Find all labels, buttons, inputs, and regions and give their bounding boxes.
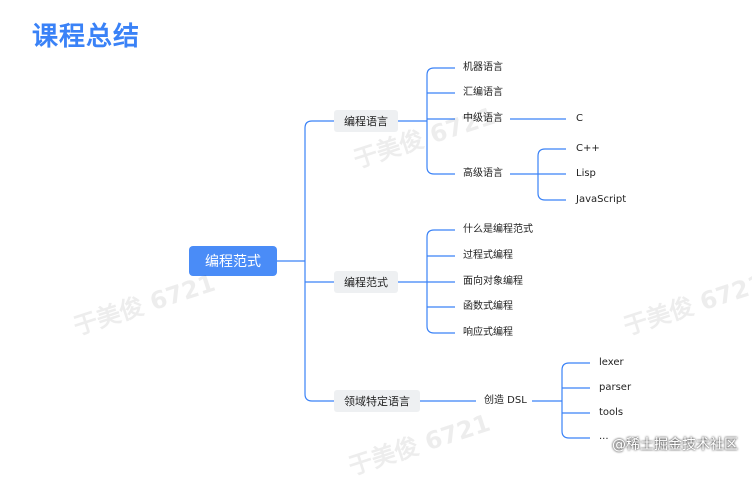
- node-more[interactable]: ...: [599, 431, 609, 442]
- juejin-watermark: @稀土掘金技术社区: [612, 437, 738, 453]
- node-procedural[interactable]: 过程式编程: [463, 250, 513, 261]
- page-title: 课程总结: [32, 22, 141, 52]
- node-tools[interactable]: tools: [599, 407, 624, 418]
- node-cpp[interactable]: C++: [576, 143, 600, 154]
- branch-programming-paradigms[interactable]: 编程范式: [334, 271, 398, 293]
- node-assembly-language[interactable]: 汇编语言: [463, 87, 503, 98]
- branch-dsl[interactable]: 领域特定语言: [334, 390, 420, 412]
- node-object-oriented[interactable]: 面向对象编程: [463, 276, 523, 287]
- node-create-dsl[interactable]: 创造 DSL: [484, 395, 527, 406]
- node-javascript[interactable]: JavaScript: [576, 194, 627, 205]
- mindmap-connectors: [277, 67, 590, 439]
- node-c[interactable]: C: [576, 113, 583, 124]
- node-mid-level-language[interactable]: 中级语言: [463, 113, 503, 124]
- root-node[interactable]: 编程范式: [189, 246, 277, 276]
- node-high-level-language[interactable]: 高级语言: [463, 168, 503, 179]
- node-parser[interactable]: parser: [599, 382, 632, 393]
- branch-programming-languages[interactable]: 编程语言: [334, 110, 398, 132]
- node-reactive[interactable]: 响应式编程: [463, 327, 513, 338]
- node-what-is-paradigm[interactable]: 什么是编程范式: [463, 224, 533, 235]
- node-machine-language[interactable]: 机器语言: [463, 62, 503, 73]
- node-lexer[interactable]: lexer: [599, 357, 624, 368]
- node-lisp[interactable]: Lisp: [576, 168, 596, 179]
- node-functional[interactable]: 函数式编程: [463, 301, 513, 312]
